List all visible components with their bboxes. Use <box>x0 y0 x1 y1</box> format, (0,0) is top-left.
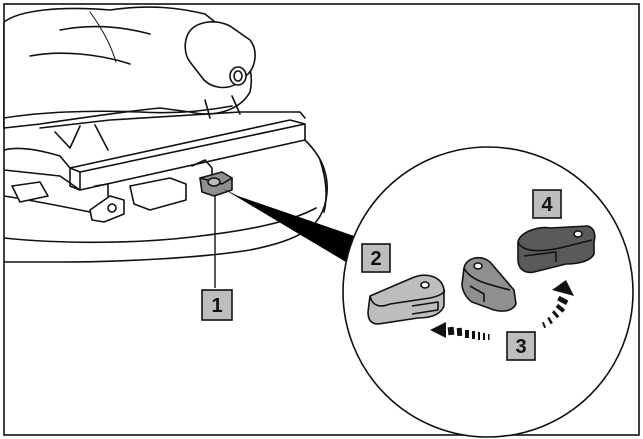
callout-1-label: 1 <box>211 295 222 317</box>
lever-position-2 <box>367 274 446 325</box>
seat-drawing <box>3 6 328 263</box>
zoom-wedge <box>222 188 360 268</box>
callout-3: 3 <box>506 331 536 361</box>
callout-1: 1 <box>201 289 233 321</box>
rotate-arrow-up-icon <box>541 280 574 329</box>
callout-2: 2 <box>361 243 391 273</box>
callout-2-label: 2 <box>370 248 381 270</box>
callout-4-label: 4 <box>541 194 553 216</box>
lever-position-4 <box>517 225 596 274</box>
callout-4: 4 <box>532 189 562 219</box>
callout-3-label: 3 <box>515 336 526 358</box>
lever-position-3 <box>461 256 517 312</box>
rotate-arrow-left-icon <box>430 322 490 340</box>
